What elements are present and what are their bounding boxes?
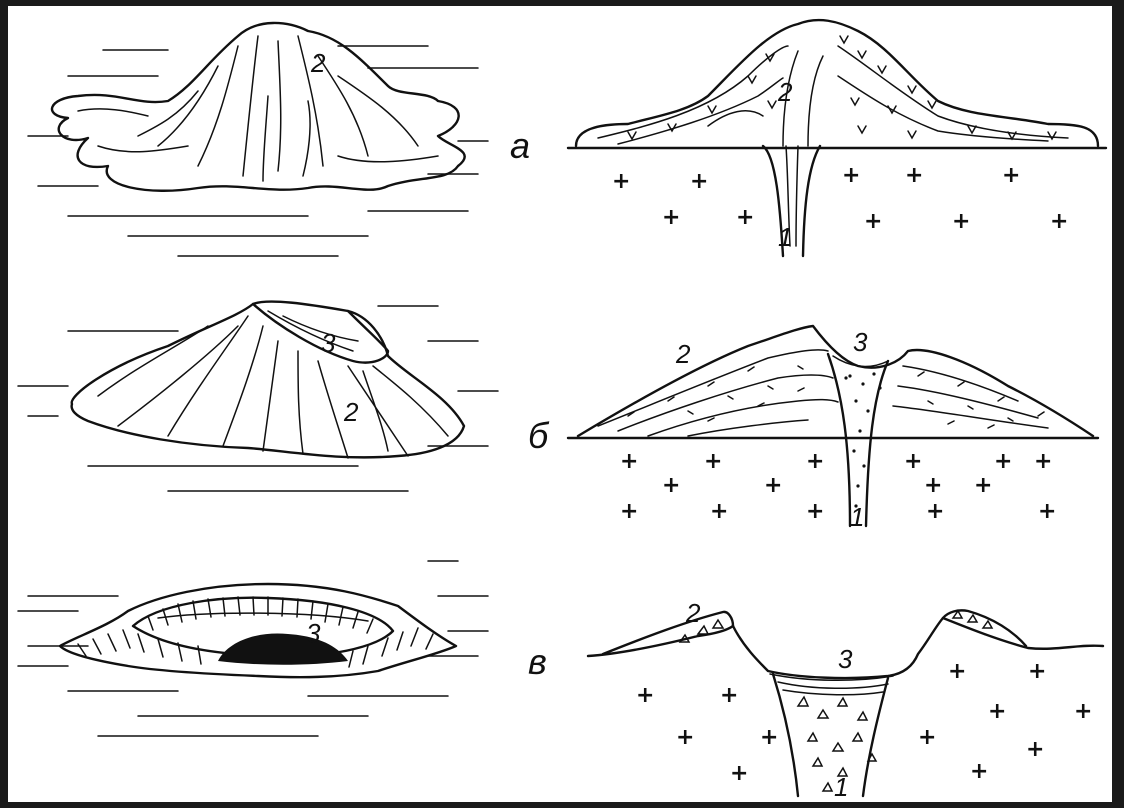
row-c-breccia-pipe xyxy=(773,674,888,796)
row-c-left-label-3: 3 xyxy=(306,618,321,648)
row-a-left-lava-outline xyxy=(52,23,465,191)
svg-text:+: + xyxy=(1034,449,1052,474)
svg-text:+: + xyxy=(620,499,638,524)
svg-text:+: + xyxy=(662,205,680,230)
row-c-left-volcano-sketch: 3 xyxy=(18,561,488,736)
svg-text:+: + xyxy=(690,169,708,194)
svg-text:+: + xyxy=(926,499,944,524)
svg-text:+: + xyxy=(662,473,680,498)
row-a-label: а xyxy=(510,125,530,166)
row-a-left-water-lines xyxy=(28,46,488,256)
row-c-right-label-3: 3 xyxy=(838,644,853,674)
row-a-left-label-2: 2 xyxy=(310,48,326,78)
svg-text:+: + xyxy=(864,209,882,234)
row-b-left-label-3: 3 xyxy=(321,328,336,358)
row-b-magma-conduit xyxy=(828,354,888,526)
row-c-left-crater-floor xyxy=(218,633,348,664)
volcano-diagram: 2 а xyxy=(8,6,1112,802)
svg-text:+: + xyxy=(806,499,824,524)
row-a-lava-marks xyxy=(628,36,1056,139)
svg-text:+: + xyxy=(918,725,936,750)
row-a-basement-pluses: + + + + + + + + + + xyxy=(612,163,1068,234)
row-c-right-label-1: 1 xyxy=(834,772,848,802)
row-b-left-volcano-sketch: 3 2 xyxy=(18,302,498,491)
svg-text:+: + xyxy=(1074,699,1092,724)
row-b-right-label-3: 3 xyxy=(853,327,868,357)
svg-text:+: + xyxy=(720,683,738,708)
svg-text:+: + xyxy=(970,759,988,784)
svg-text:+: + xyxy=(620,449,638,474)
svg-text:+: + xyxy=(710,499,728,524)
svg-text:+: + xyxy=(760,725,778,750)
svg-text:+: + xyxy=(612,169,630,194)
row-a-left-volcano-sketch: 2 xyxy=(28,23,488,256)
svg-text:+: + xyxy=(994,449,1012,474)
svg-text:+: + xyxy=(676,725,694,750)
svg-text:+: + xyxy=(1038,499,1056,524)
svg-text:+: + xyxy=(636,683,654,708)
svg-text:+: + xyxy=(924,473,942,498)
svg-text:+: + xyxy=(842,163,860,188)
svg-text:+: + xyxy=(806,449,824,474)
row-b-right-label-2: 2 xyxy=(675,339,691,369)
svg-text:+: + xyxy=(1026,737,1044,762)
row-a-right-cross-section: 2 1 + + + + + + + + + + xyxy=(568,20,1106,256)
row-a-left-ridge-lines xyxy=(138,36,418,181)
row-b-left-label-2: 2 xyxy=(343,397,359,427)
row-b-basement-pluses: + + + + + + + + + + + + + + + xyxy=(620,449,1056,524)
row-b-right-label-1: 1 xyxy=(850,502,864,532)
svg-text:+: + xyxy=(904,449,922,474)
row-c-right-cross-section: 2 3 1 + + + + + + + + + + + + xyxy=(588,598,1103,802)
svg-text:+: + xyxy=(1028,659,1046,684)
svg-text:+: + xyxy=(905,163,923,188)
svg-text:+: + xyxy=(704,449,722,474)
row-a-right-label-2: 2 xyxy=(777,77,793,107)
row-c-right-label-2: 2 xyxy=(685,598,701,628)
row-a-volcano-profile xyxy=(576,20,1098,146)
svg-text:+: + xyxy=(736,205,754,230)
row-b-right-cross-section: 2 3 1 + + + + + + + + + + + + + + xyxy=(568,326,1098,532)
svg-text:+: + xyxy=(1050,209,1068,234)
row-b-label: б xyxy=(528,415,550,456)
row-a-right-label-1: 1 xyxy=(778,222,792,252)
svg-text:+: + xyxy=(730,761,748,786)
svg-text:+: + xyxy=(974,473,992,498)
svg-text:+: + xyxy=(952,209,970,234)
row-b-layer-lines xyxy=(598,350,1048,436)
row-b-left-slope-lines xyxy=(98,311,448,458)
svg-text:+: + xyxy=(948,659,966,684)
row-b-left-water-lines xyxy=(18,306,498,491)
svg-text:+: + xyxy=(764,473,782,498)
svg-text:+: + xyxy=(988,699,1006,724)
row-b-left-cone-outline xyxy=(72,302,464,458)
row-c-label: в xyxy=(528,641,547,682)
svg-text:+: + xyxy=(1002,163,1020,188)
diagram-sheet: 2 а xyxy=(8,6,1112,802)
